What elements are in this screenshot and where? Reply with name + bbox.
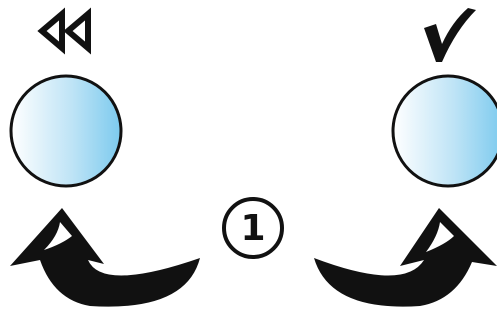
press-arrow-left	[10, 208, 200, 307]
rewind-icon	[42, 14, 88, 48]
check-icon	[424, 8, 476, 62]
right-round-button[interactable]	[393, 76, 497, 186]
step-badge	[224, 199, 282, 257]
left-round-button[interactable]	[11, 76, 121, 186]
press-arrow-right	[314, 208, 497, 307]
